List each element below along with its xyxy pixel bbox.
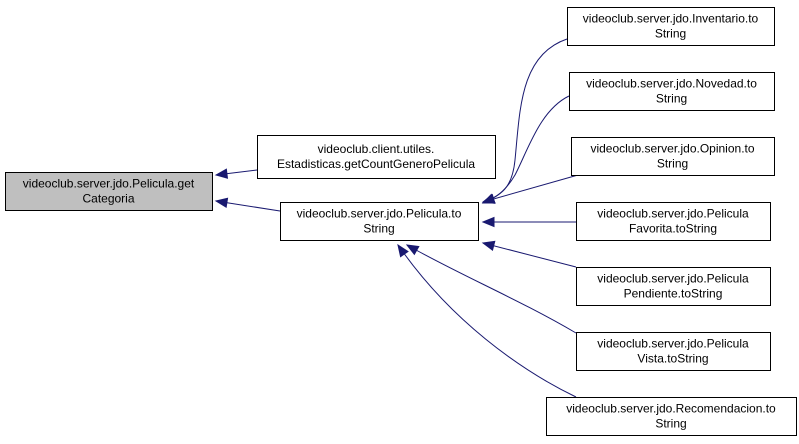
- edge-pendiente-to-pelicula_tostring: [481, 240, 577, 268]
- node-label-line: videoclub.server.jdo.Recomendacion.to: [566, 402, 776, 416]
- edge-arrowhead: [214, 168, 229, 179]
- node-box[interactable]: [571, 137, 775, 176]
- edge-arrowhead: [481, 240, 496, 251]
- node-label-line: videoclub.server.jdo.Opinion.to: [590, 142, 754, 156]
- node-label-line: Categoria: [82, 192, 134, 206]
- edge-arrowhead: [214, 197, 229, 208]
- edge-opinion-to-pelicula_tostring: [481, 174, 579, 204]
- node-label-line: Favorita.toString: [629, 222, 717, 236]
- node-label-line: videoclub.server.jdo.Novedad.to: [586, 77, 757, 91]
- edges-layer: [214, 38, 579, 398]
- edge-arrowhead: [397, 243, 409, 258]
- edge-estadisticas-to-root: [214, 168, 258, 179]
- node-label-line: String: [655, 417, 686, 431]
- node-box[interactable]: [576, 332, 771, 371]
- node-label-line: String: [657, 157, 688, 171]
- edge-arrowhead: [405, 244, 420, 256]
- node-box[interactable]: [257, 135, 496, 179]
- node-recomendacion[interactable]: videoclub.server.jdo.Recomendacion.toStr…: [546, 397, 797, 436]
- edge-recomendacion-to-pelicula_tostring: [397, 243, 577, 398]
- node-box[interactable]: [280, 202, 479, 241]
- node-box[interactable]: [576, 202, 771, 241]
- node-label-line: videoclub.server.jdo.Pelicula.to: [297, 207, 462, 221]
- node-novedad[interactable]: videoclub.server.jdo.Novedad.toString: [569, 72, 775, 111]
- node-label-line: videoclub.server.jdo.Pelicula: [597, 207, 749, 221]
- edge-pelicula_tostring-to-root: [214, 197, 281, 212]
- node-label-line: videoclub.server.jdo.Inventario.to: [583, 12, 759, 26]
- node-pelicula-tostring[interactable]: videoclub.server.jdo.Pelicula.toString: [280, 202, 479, 241]
- node-label-line: videoclub.client.utiles.: [318, 142, 435, 156]
- node-opinion[interactable]: videoclub.server.jdo.Opinion.toString: [571, 137, 775, 176]
- node-label-line: String: [655, 27, 686, 41]
- node-box[interactable]: [5, 172, 213, 211]
- node-inventario[interactable]: videoclub.server.jdo.Inventario.toString: [567, 7, 775, 46]
- node-label-line: videoclub.server.jdo.Pelicula.get: [23, 177, 195, 191]
- nodes-layer: videoclub.server.jdo.Pelicula.getCategor…: [5, 7, 797, 436]
- edge-favorita-to-pelicula_tostring: [481, 216, 576, 228]
- edge-arrowhead: [481, 216, 495, 228]
- edge-arrowhead: [481, 193, 496, 204]
- node-pendiente[interactable]: videoclub.server.jdo.PeliculaPendiente.t…: [576, 267, 771, 306]
- node-label-line: Vista.toString: [637, 352, 708, 366]
- edge-line: [482, 95, 570, 204]
- node-label-line: videoclub.server.jdo.Pelicula: [597, 337, 749, 351]
- node-box[interactable]: [569, 72, 775, 111]
- edge-vista-to-pelicula_tostring: [405, 244, 577, 334]
- edge-line: [397, 244, 577, 398]
- node-box[interactable]: [546, 397, 797, 436]
- node-label-line: String: [656, 92, 687, 106]
- node-vista[interactable]: videoclub.server.jdo.PeliculaVista.toStr…: [576, 332, 771, 371]
- node-box[interactable]: [567, 7, 775, 46]
- node-box[interactable]: [576, 267, 771, 306]
- node-root[interactable]: videoclub.server.jdo.Pelicula.getCategor…: [5, 172, 213, 211]
- node-favorita[interactable]: videoclub.server.jdo.PeliculaFavorita.to…: [576, 202, 771, 241]
- edge-line: [482, 174, 579, 203]
- edge-line: [482, 242, 577, 268]
- node-label-line: Estadisticas.getCountGeneroPelicula: [277, 157, 475, 171]
- node-estadisticas[interactable]: videoclub.client.utiles.Estadisticas.get…: [257, 135, 496, 179]
- node-label-line: Pendiente.toString: [624, 287, 723, 301]
- node-label-line: String: [363, 222, 394, 236]
- edge-line: [406, 244, 577, 334]
- node-label-line: videoclub.server.jdo.Pelicula: [597, 272, 749, 286]
